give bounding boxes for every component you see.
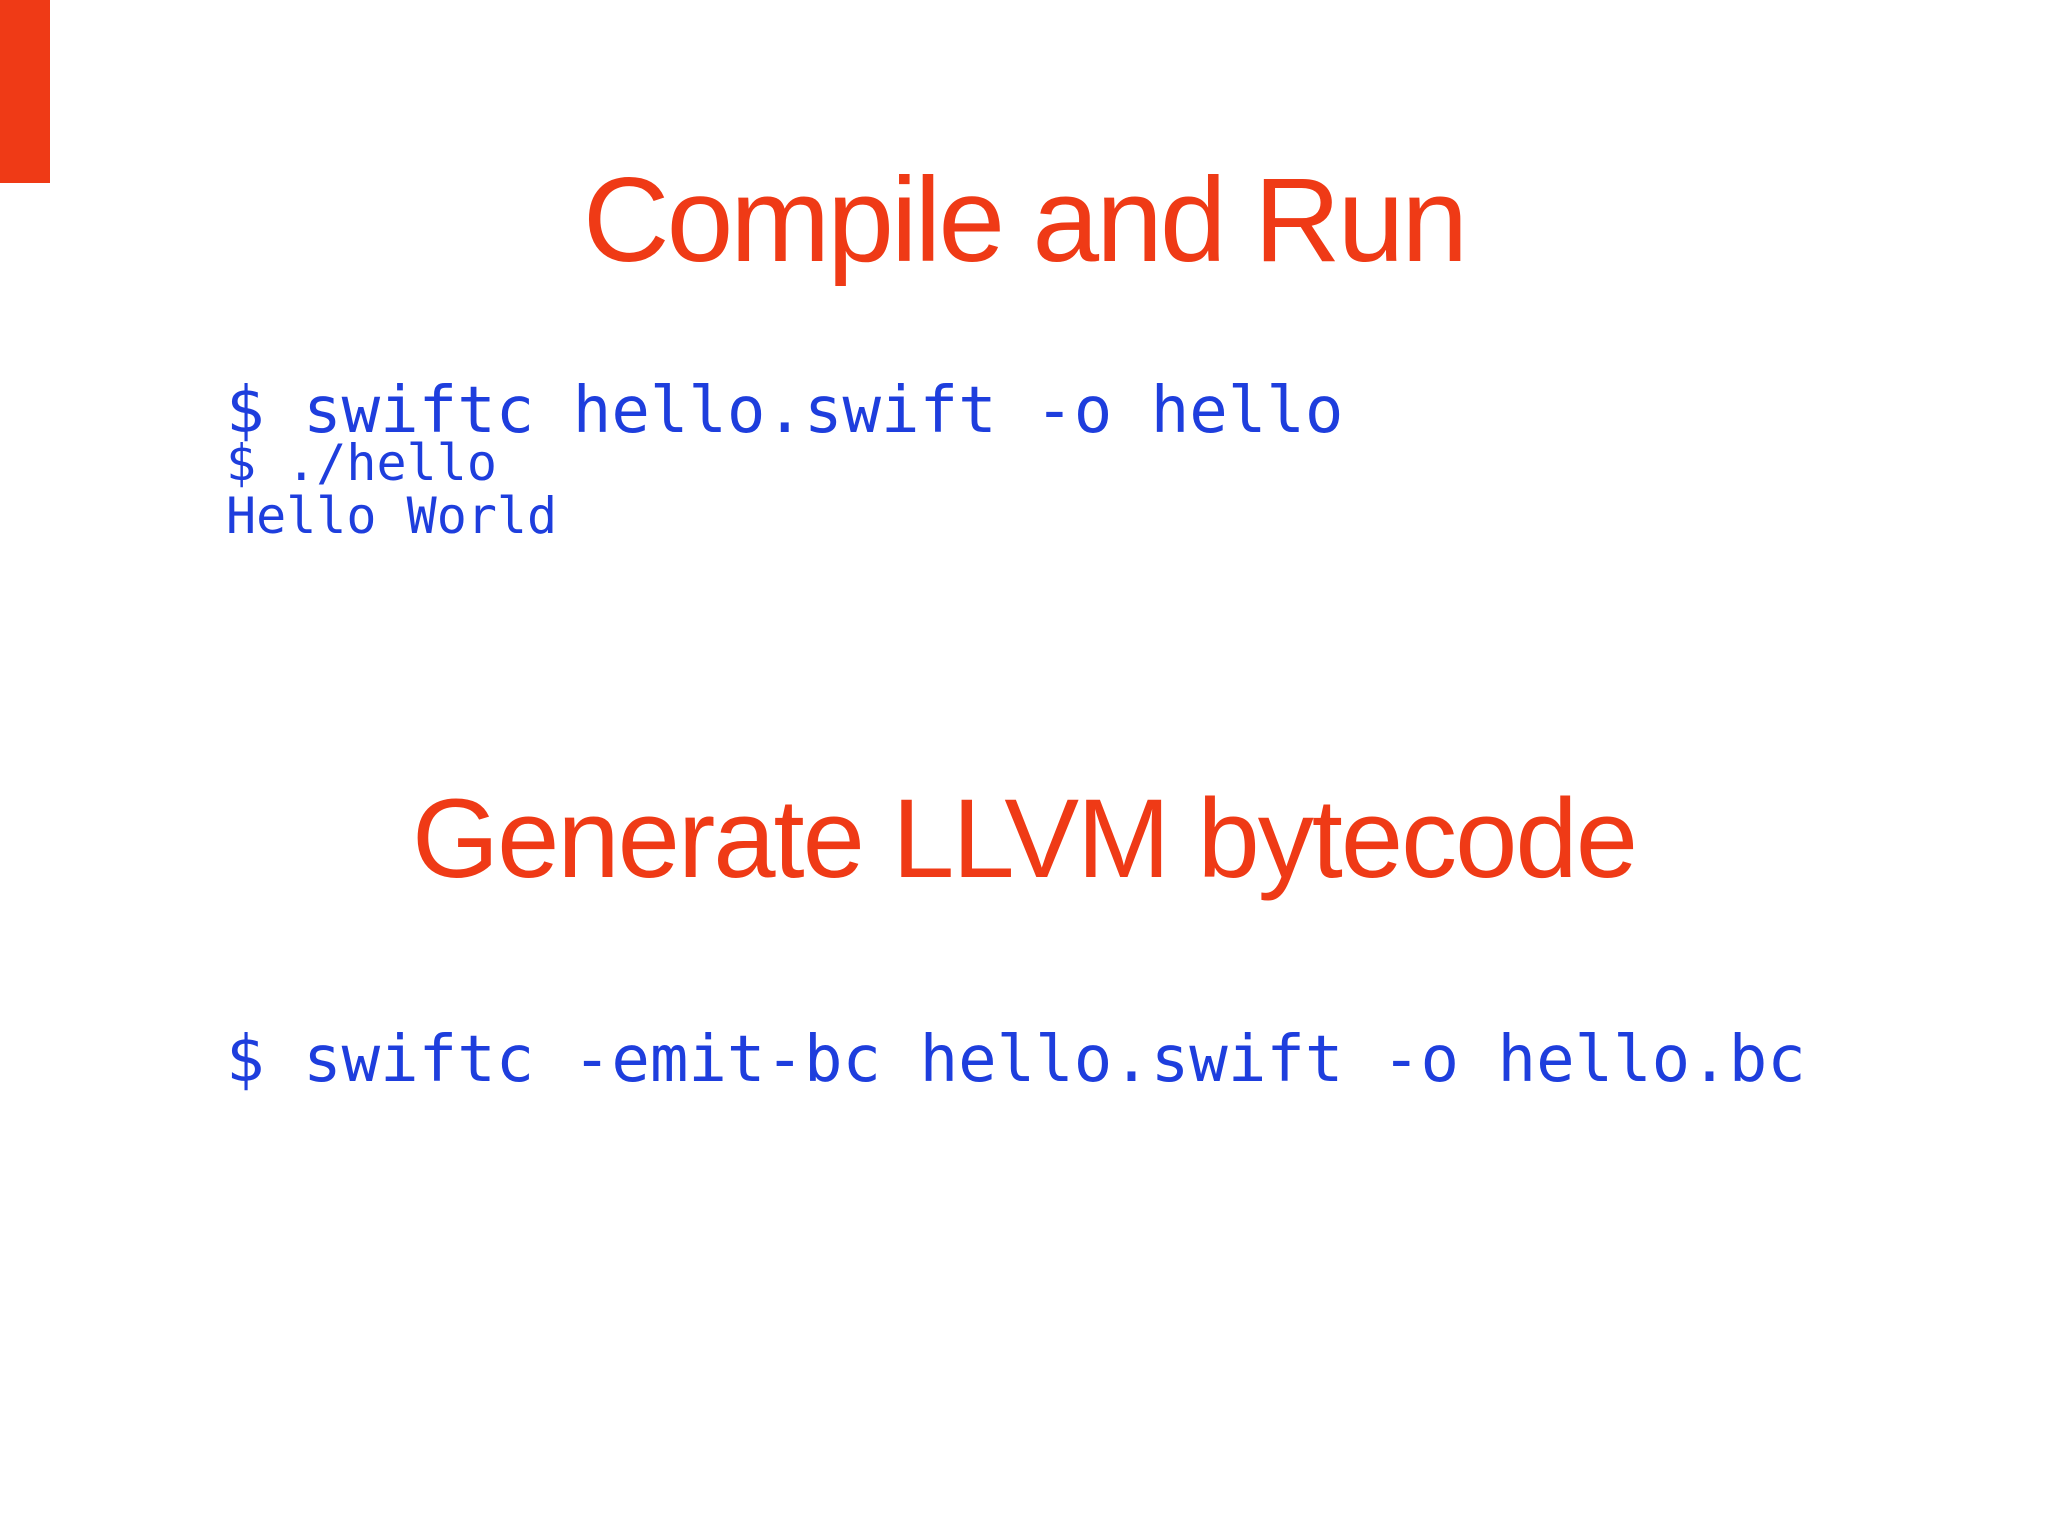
terminal-line-run-command: $ ./hello (226, 434, 497, 492)
terminal-line-emit-bc-command: $ swiftc -emit-bc hello.swift -o hello.b… (226, 1023, 1806, 1097)
corner-marker (0, 0, 50, 183)
terminal-line-output: Hello World (226, 487, 558, 545)
section-title-compile-and-run: Compile and Run (582, 153, 1468, 287)
section-title-generate-llvm-bytecode: Generate LLVM bytecode (411, 776, 1638, 901)
terminal-line-compile-command: $ swiftc hello.swift -o hello (226, 374, 1344, 448)
